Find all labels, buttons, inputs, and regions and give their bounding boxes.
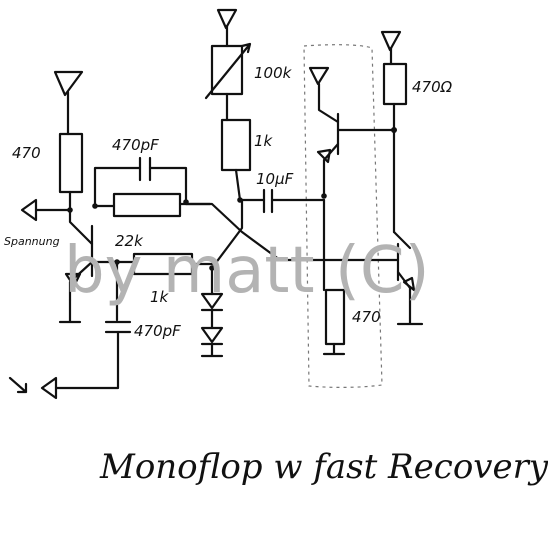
capacitor-10uf-label: 10µF bbox=[256, 170, 294, 188]
ground-diodes bbox=[200, 342, 224, 358]
capacitor-470pf-bottom-label: 470pF bbox=[134, 322, 181, 340]
transistor-box bbox=[316, 112, 394, 198]
capacitor-470pf-top-label: 470pF bbox=[112, 136, 159, 154]
watermark: by matt (C) bbox=[64, 234, 430, 308]
resistor-1k-bottom-label: 1k bbox=[150, 288, 170, 306]
output-arrow bbox=[20, 198, 38, 222]
ground-right bbox=[396, 316, 424, 326]
potentiometer-100k-label: 100k bbox=[254, 64, 293, 82]
supply-antenna-right bbox=[380, 30, 402, 66]
transistor-right bbox=[392, 230, 416, 320]
supply-antenna-box bbox=[308, 66, 340, 124]
resistor-470-left-label: 470 bbox=[12, 144, 41, 162]
diagram-title: Monoflop w fast Recovery bbox=[99, 447, 548, 487]
resistor-470-emitter-label: 470 bbox=[352, 308, 381, 326]
resistor-feedback bbox=[112, 192, 182, 218]
output-label: Spannung bbox=[4, 235, 60, 248]
resistor-1k-mid bbox=[220, 118, 252, 172]
ground-left bbox=[58, 298, 82, 324]
resistor-470-collector-label: 470Ω bbox=[412, 78, 453, 96]
capacitor-10uf bbox=[262, 188, 274, 214]
transistor-left bbox=[64, 208, 94, 302]
capacitor-470pf-bottom bbox=[104, 320, 132, 334]
resistor-470-left bbox=[58, 132, 84, 194]
highlight-box bbox=[303, 44, 383, 388]
trigger-input-arrow bbox=[40, 376, 58, 400]
diode-2 bbox=[200, 308, 224, 346]
resistor-1k-mid-label: 1k bbox=[254, 132, 274, 150]
resistor-22k-label: 22k bbox=[115, 232, 144, 250]
trigger-symbol bbox=[8, 376, 28, 394]
supply-antenna-mid bbox=[216, 8, 238, 48]
ground-box bbox=[322, 342, 346, 356]
supply-antenna-left bbox=[53, 70, 84, 136]
resistor-470-collector bbox=[382, 62, 408, 106]
capacitor-470pf-top bbox=[138, 156, 152, 182]
